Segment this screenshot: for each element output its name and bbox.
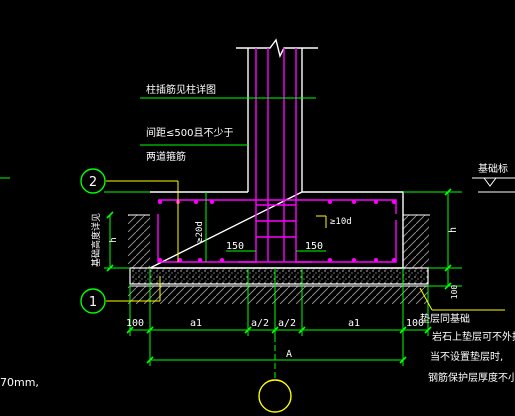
footing-outline (149, 191, 404, 269)
level-mark-text: 基础标 (478, 162, 508, 175)
dim-seg-2: a1 (190, 318, 202, 329)
spacing-note-line1: 间距≤500且不少于 (146, 126, 233, 139)
spacing-note-line2: 两道箍筋 (146, 150, 186, 163)
cushion-note: 垫层同基础 (420, 312, 470, 325)
footing-bottom-bar (157, 214, 397, 263)
leader-lines (106, 180, 505, 311)
rebar-height-label: ≥20d (195, 221, 205, 243)
dim-seg-1: 100 (126, 318, 144, 329)
total-dim-label: A (286, 349, 292, 360)
callout-bubble-1 (80, 288, 106, 314)
footing-top-bar (158, 199, 397, 214)
inner-dim-left: 150 (226, 241, 244, 252)
rebar-dots (158, 200, 396, 262)
inner-dim-right: 150 (305, 241, 323, 252)
callout-bubble-2 (80, 168, 106, 194)
note-line-2: 当不设置垫层时, (430, 350, 503, 363)
note-line-3: 钢筋保护层厚度不小于 (428, 371, 515, 384)
left-vertical-label: 基础高度详见 (90, 213, 102, 267)
callout-bubble-2-label: 2 (89, 175, 97, 190)
cushion-layer (129, 267, 429, 285)
column-rebar-outer-right (295, 48, 312, 263)
dim-seg-4: a/2 (278, 318, 296, 329)
dim-seg-6: 100 (406, 318, 424, 329)
rebar-group (157, 48, 397, 263)
dimension-ticks (106, 188, 452, 364)
axis-bubble (258, 379, 292, 413)
dim-seg-3: a/2 (251, 318, 269, 329)
dimension-lines (104, 97, 462, 378)
ground-lines (128, 214, 430, 287)
callout-bubble-1-label: 1 (89, 295, 97, 310)
left-dimension-h: h (109, 237, 119, 242)
column-rebar-note: 柱插筋见柱详图 (146, 83, 216, 96)
cut-left-text: 70mm, (0, 376, 39, 389)
level-mark-right (472, 177, 515, 193)
column-rebar-outer-left (238, 48, 257, 263)
column-outline (236, 38, 318, 192)
right-dimension-h: h (448, 227, 459, 233)
dim-seg-5: a1 (348, 318, 360, 329)
bottom-right-100: 100 (450, 285, 459, 300)
note-line-1: 岩石上垫层可不外扩 (432, 330, 515, 343)
hook-label: ≥10d (330, 217, 352, 227)
soil-hatch (128, 215, 429, 304)
